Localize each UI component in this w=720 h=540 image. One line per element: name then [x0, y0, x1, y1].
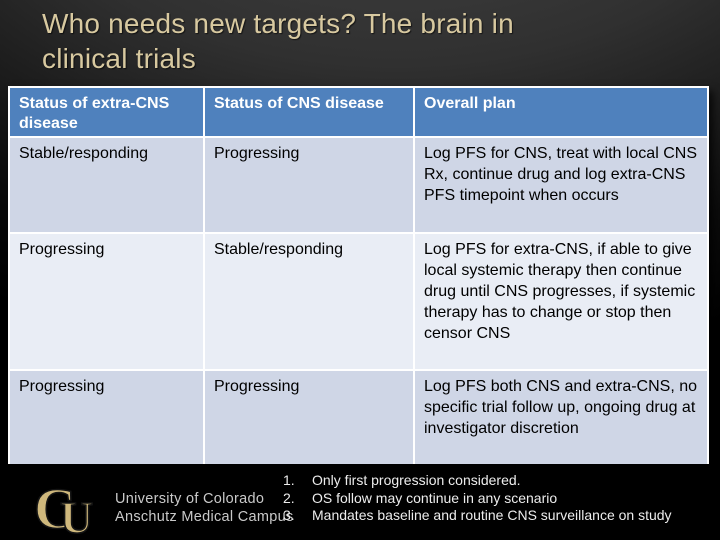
table-cell: Progressing: [10, 234, 205, 371]
footnote-text: Only first progression considered.: [312, 472, 521, 488]
footnote-item: 1. Only first progression considered.: [283, 472, 713, 490]
footnote-number: 3.: [283, 507, 295, 523]
logo-text: University of Colorado Anschutz Medical …: [115, 490, 294, 526]
table-cell: Progressing: [205, 371, 415, 464]
table-cell: Progressing: [10, 371, 205, 464]
footnote-item: 2. OS follow may continue in any scenari…: [283, 490, 713, 508]
column-header: Status of CNS disease: [205, 88, 415, 138]
university-logo: C U University of Colorado Anschutz Medi…: [34, 482, 294, 534]
table-cell: Stable/responding: [10, 138, 205, 234]
table-cell: Log PFS both CNS and extra-CNS, no speci…: [415, 371, 707, 464]
footnote-item: 3. Mandates baseline and routine CNS sur…: [283, 507, 713, 525]
slide-title-line: clinical trials: [42, 43, 196, 74]
column-header: Status of extra-CNS disease: [10, 88, 205, 138]
table-cell: Log PFS for extra-CNS, if able to give l…: [415, 234, 707, 371]
logo-letter-c: C: [34, 482, 76, 534]
footnote-number: 2.: [283, 489, 295, 506]
footnote-number: 1.: [283, 472, 295, 488]
footnote-text: OS follow may continue in any scenario: [312, 489, 558, 506]
footnotes-list: 1. Only first progression considered. 2.…: [283, 472, 713, 525]
logo-letter-u: U: [60, 492, 93, 534]
cu-monogram-icon: C U: [34, 482, 94, 534]
logo-text-line: Anschutz Medical Campus: [115, 509, 294, 525]
clinical-trial-table: Status of extra-CNS disease Status of CN…: [8, 86, 709, 464]
table-cell: Progressing: [205, 138, 415, 234]
table-cell: Stable/responding: [205, 234, 415, 371]
logo-text-line: University of Colorado: [115, 491, 265, 507]
footnote-text: Mandates baseline and routine CNS survei…: [312, 507, 672, 523]
column-header: Overall plan: [415, 88, 707, 138]
slide-title-line: Who needs new targets? The brain in: [42, 8, 514, 39]
slide-title: Who needs new targets? The brain in clin…: [42, 6, 514, 76]
table-cell: Log PFS for CNS, treat with local CNS Rx…: [415, 138, 707, 234]
